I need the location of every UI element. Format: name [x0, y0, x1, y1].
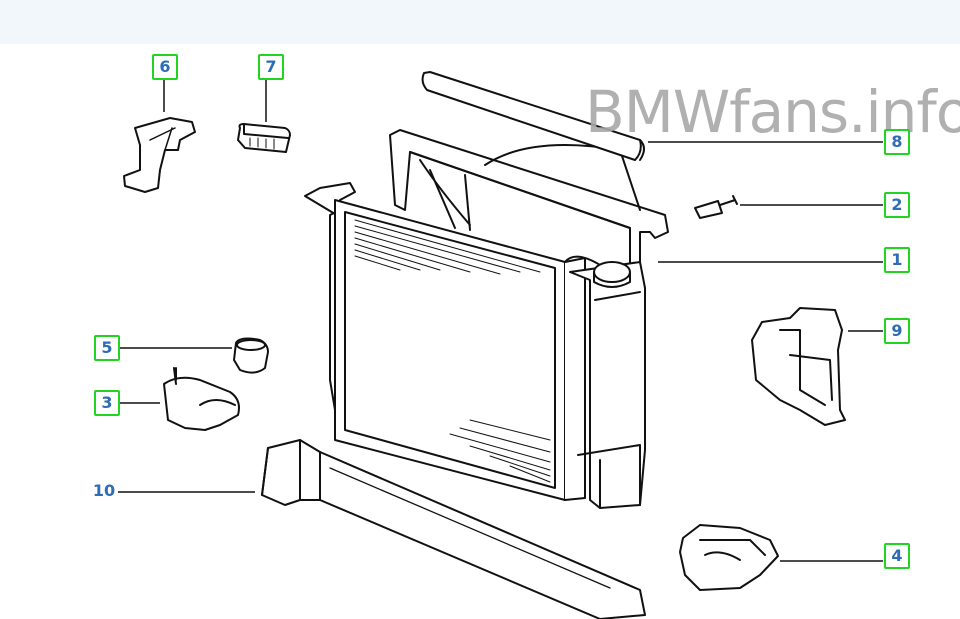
- part-6-bracket: [123, 117, 196, 193]
- part-5-bumper: [233, 337, 269, 374]
- callout-6[interactable]: 6: [152, 54, 178, 80]
- callout-5[interactable]: 5: [94, 335, 120, 361]
- callout-10[interactable]: 10: [92, 481, 116, 500]
- callout-1[interactable]: 1: [884, 247, 910, 273]
- callout-3[interactable]: 3: [94, 390, 120, 416]
- seal-strip: [421, 71, 642, 161]
- callout-9[interactable]: 9: [884, 318, 910, 344]
- callout-8[interactable]: 8: [884, 129, 910, 155]
- part-4-mount: [679, 524, 779, 591]
- part-9-deflector: [751, 307, 846, 426]
- part-7-rubber: [237, 123, 291, 153]
- radiator: [304, 182, 646, 509]
- part-2-rivet: [694, 200, 723, 219]
- callout-7[interactable]: 7: [258, 54, 284, 80]
- lower-carrier: [261, 439, 646, 619]
- header-band: [0, 0, 960, 44]
- callout-4[interactable]: 4: [884, 543, 910, 569]
- callout-2[interactable]: 2: [884, 192, 910, 218]
